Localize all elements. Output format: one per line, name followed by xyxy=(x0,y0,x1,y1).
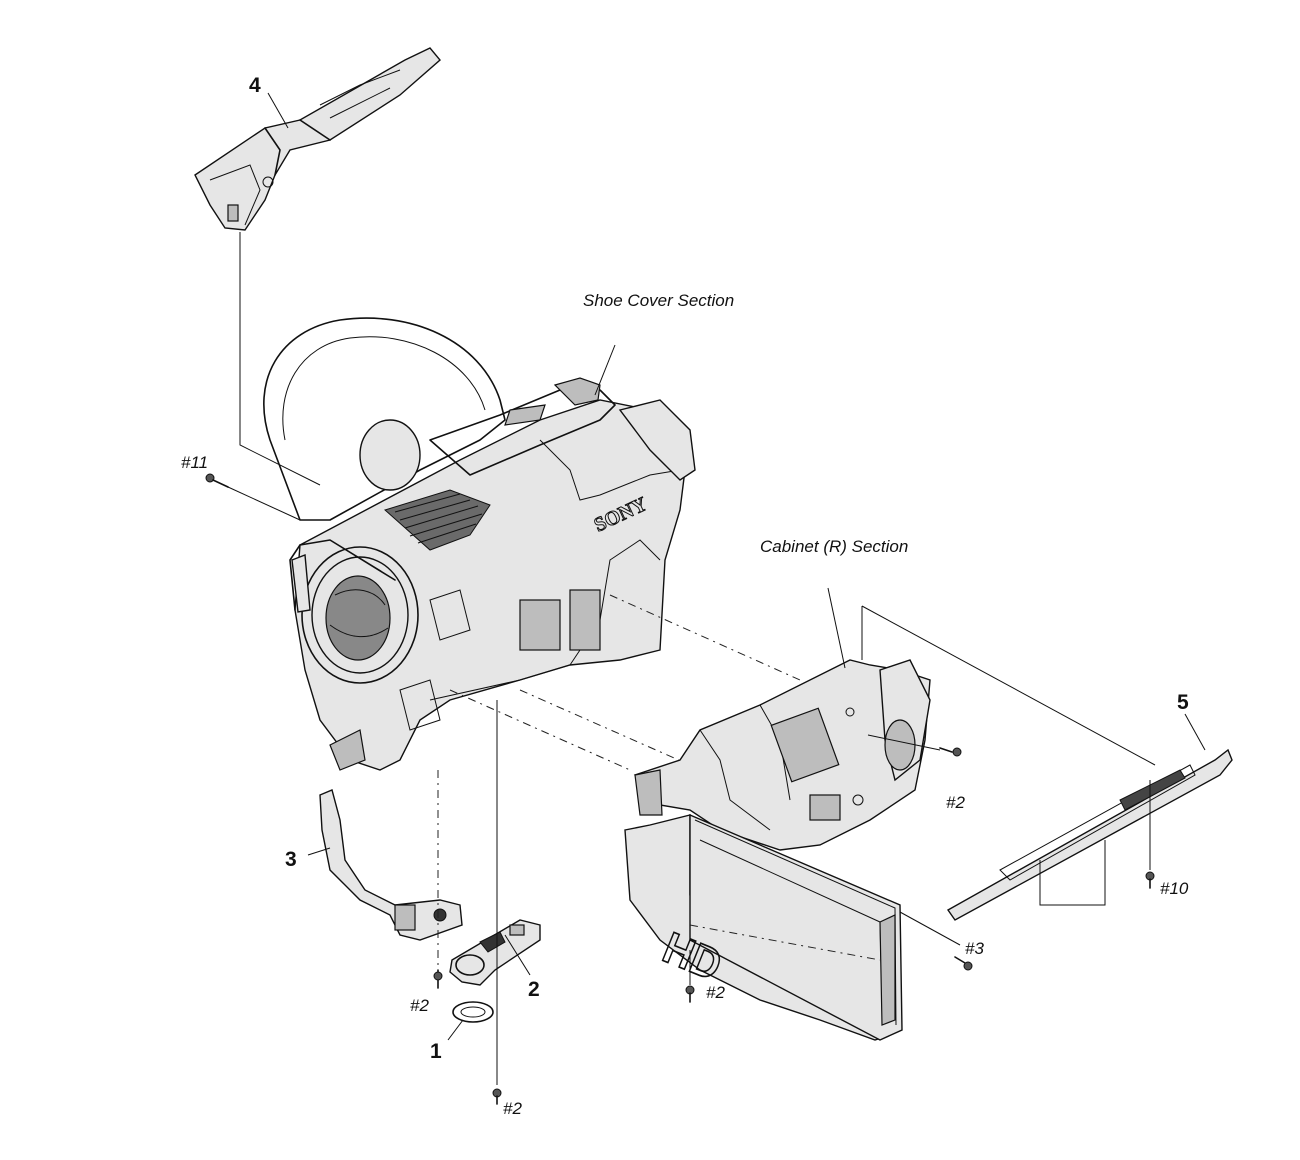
guide-body-cabinet-1 xyxy=(449,689,631,771)
leader-part-5 xyxy=(1184,713,1206,751)
guide-screw-2-right xyxy=(867,734,941,751)
part-2-latch xyxy=(449,919,541,986)
screw-2-left-label: #2 xyxy=(410,996,429,1015)
part-4-label: 4 xyxy=(249,74,261,97)
screw-2-right-label: #2 xyxy=(946,793,965,812)
screw-2-left xyxy=(433,969,443,989)
cabinet-r-section-label: Cabinet (R) Section xyxy=(760,537,908,556)
part-5-rail xyxy=(946,748,1233,921)
screw-11 xyxy=(205,473,229,488)
leader-screw-11 xyxy=(227,486,301,521)
guide-cabinet-part5-top xyxy=(861,605,1156,766)
leader-part-4 xyxy=(239,232,321,486)
screw-10-label: #10 xyxy=(1160,879,1189,898)
leader-shoe-cover xyxy=(594,344,616,396)
screw-2-right xyxy=(939,747,962,757)
part-2-label: 2 xyxy=(528,978,540,1001)
leader-cabinet-r xyxy=(827,587,846,669)
part-1-label: 1 xyxy=(430,1040,442,1063)
screw-2-bottom-label: #2 xyxy=(503,1099,522,1118)
part-5-label: 5 xyxy=(1177,691,1189,714)
screw-2-panel xyxy=(685,985,695,1003)
screw-2-bottom xyxy=(492,1088,502,1105)
screw-3-label: #3 xyxy=(965,939,984,958)
part-4-top-cover xyxy=(194,47,441,231)
cabinet-r xyxy=(633,659,931,851)
camera-body: SONY xyxy=(263,317,696,771)
screw-2-panel-label: #2 xyxy=(706,983,725,1002)
guide-screw-3 xyxy=(899,911,961,946)
leader-part-4-label xyxy=(267,92,289,129)
leader-part-2 xyxy=(504,934,531,976)
lcd-panel: HD xyxy=(624,813,903,1041)
leader-part-1 xyxy=(447,1019,464,1041)
part-1-ring xyxy=(452,1001,494,1023)
guide-panel-1 xyxy=(689,924,881,961)
screw-3 xyxy=(954,956,973,971)
guide-body-cabinet-3 xyxy=(609,594,801,681)
screw-11-label: #11 xyxy=(181,453,208,472)
leader-part-3 xyxy=(307,847,331,856)
screw-10 xyxy=(1145,871,1155,889)
part-3-bracket xyxy=(319,789,463,941)
shoe-cover-section-label: Shoe Cover Section xyxy=(583,291,734,310)
part-3-label: 3 xyxy=(285,848,297,871)
guide-body-cabinet-2 xyxy=(519,689,691,766)
